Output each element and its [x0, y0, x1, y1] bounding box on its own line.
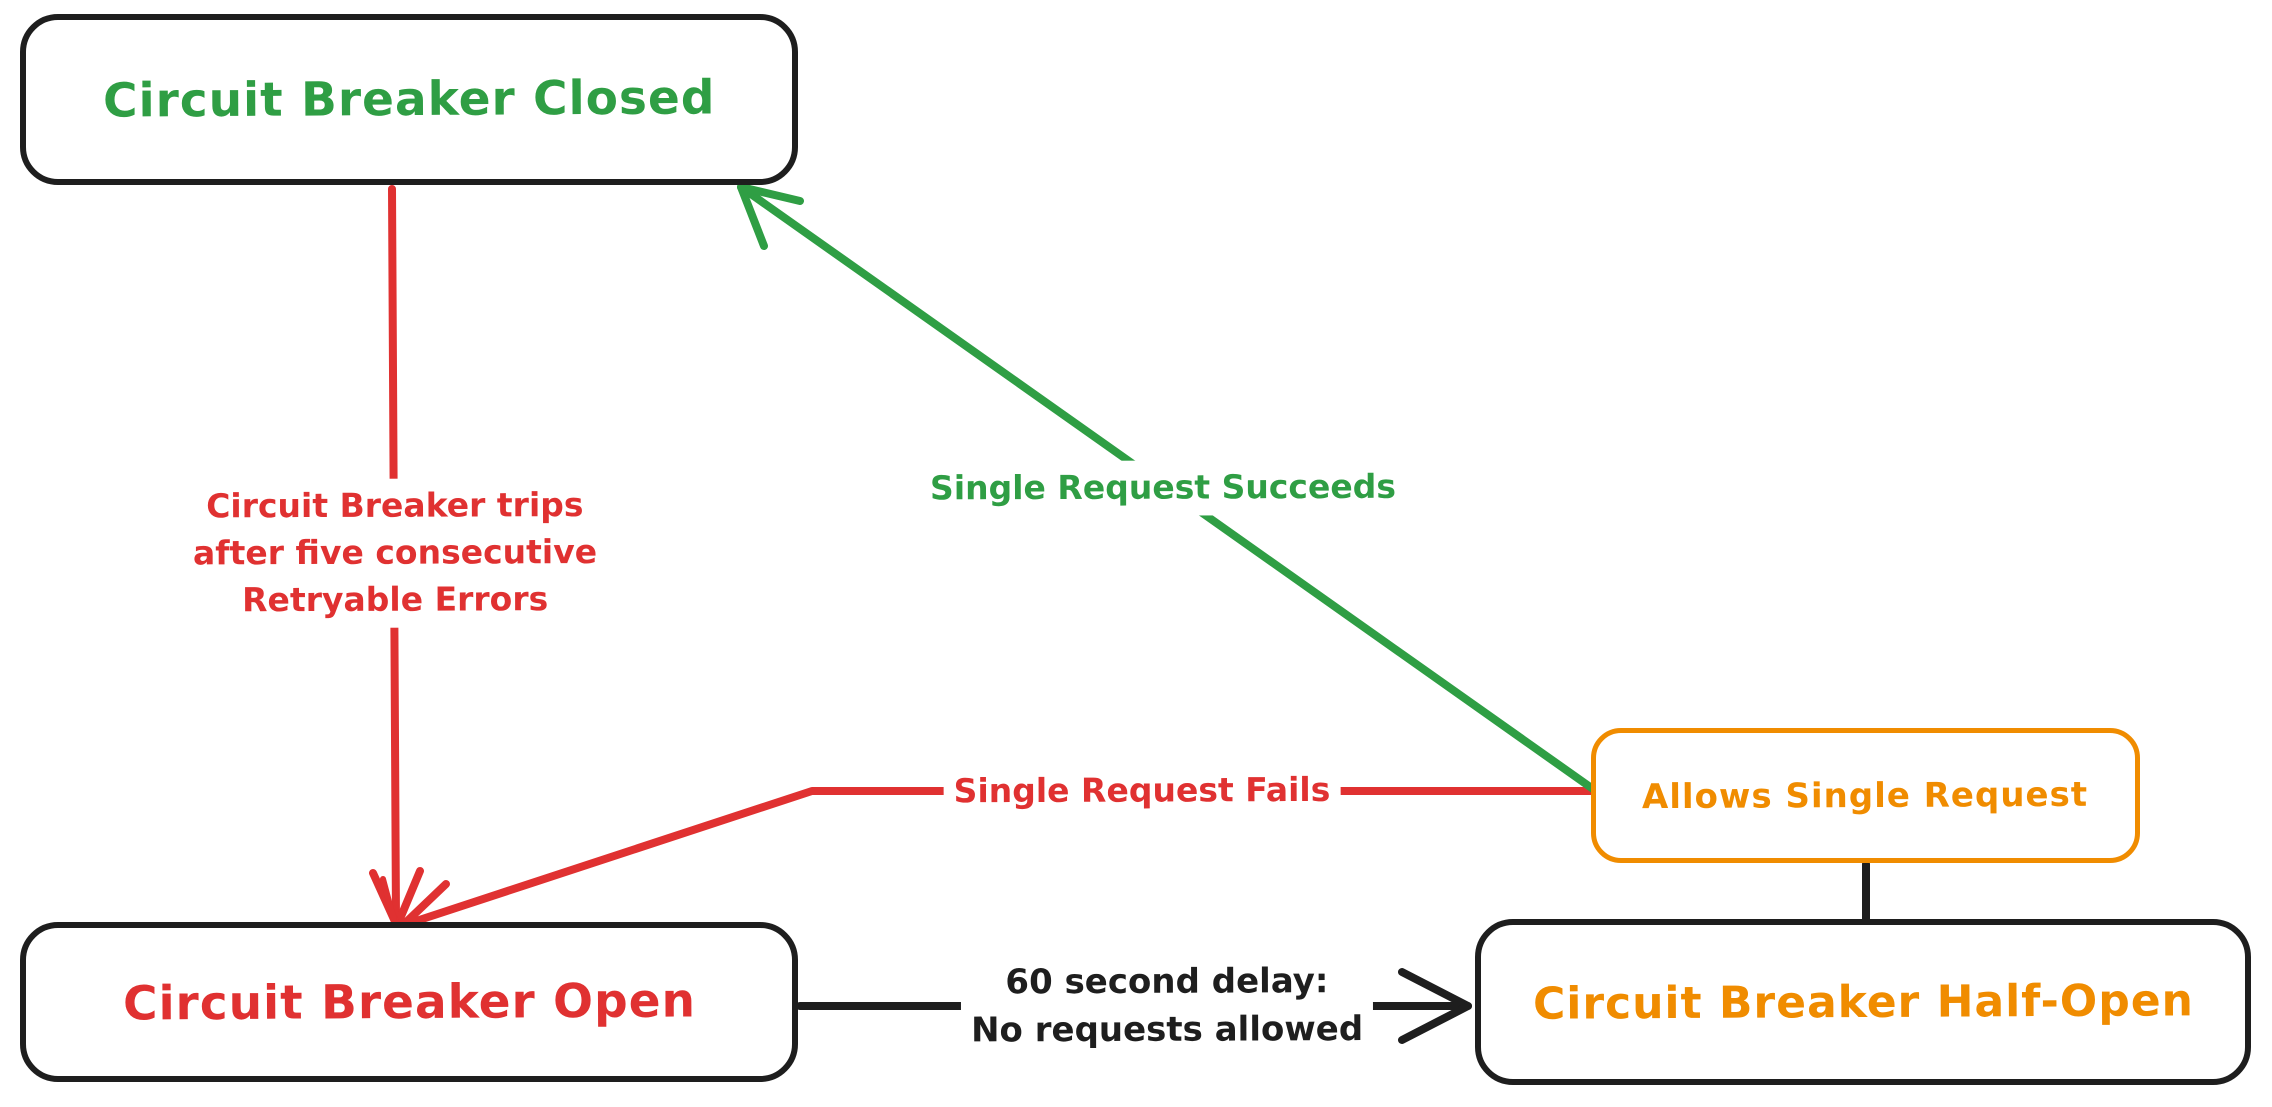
edge-label-trips: Circuit Breaker trips after five consecu… — [182, 477, 608, 629]
edge-label-delay-line2: No requests allowed — [970, 1009, 1364, 1051]
edge-label-trips-line1: Circuit Breaker trips — [206, 485, 584, 526]
edge-label-trips-line2: after five consecutive — [192, 531, 598, 573]
state-node-half-open-label: Circuit Breaker Half-Open — [1532, 974, 2194, 1030]
edge-label-fails: Single Request Fails — [943, 762, 1341, 820]
state-node-open: Circuit Breaker Open — [20, 922, 798, 1082]
state-node-open-label: Circuit Breaker Open — [122, 973, 696, 1031]
state-node-allows-single-request: Allows Single Request — [1591, 728, 2140, 863]
state-node-closed-label: Circuit Breaker Closed — [102, 70, 716, 129]
edge-label-trips-line3: Retryable Errors — [242, 578, 549, 619]
edge-label-delay: 60 second delay: No requests allowed — [960, 953, 1374, 1059]
state-node-half-open: Circuit Breaker Half-Open — [1475, 919, 2251, 1085]
state-node-closed: Circuit Breaker Closed — [20, 14, 798, 185]
state-node-allows-single-request-label: Allows Single Request — [1642, 774, 2089, 817]
edge-label-succeeds: Single Request Succeeds — [919, 459, 1407, 517]
edge-label-delay-line1: 60 second delay: — [1005, 961, 1329, 1003]
